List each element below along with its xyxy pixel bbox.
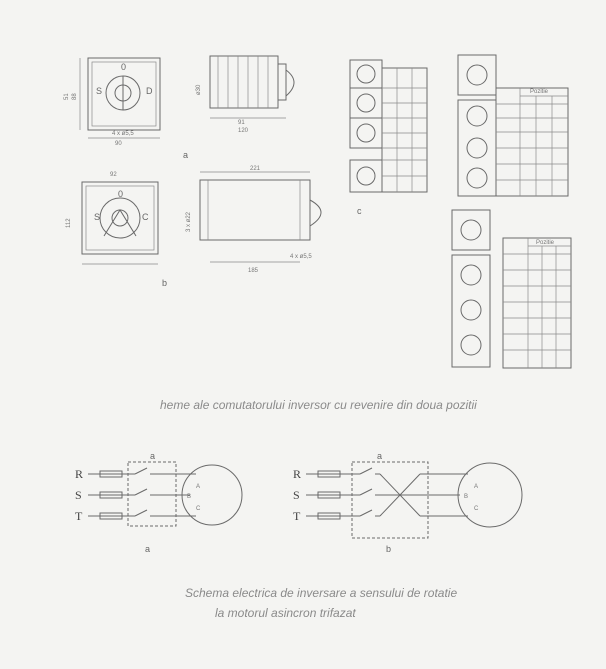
figure-caption-bottom-line1: Schema electrica de inversare a sensului…	[185, 586, 458, 600]
dim-holes: 4 x ø5,5	[112, 131, 134, 137]
position-table-1: Pozitie	[457, 54, 569, 197]
drawing-a-side-view: ø30 91 120 a	[183, 55, 295, 160]
terminal-b: B	[187, 494, 191, 500]
drawing-b-letter: b	[162, 278, 167, 288]
pos-label-c: C	[142, 212, 149, 222]
pos-label-s: S	[96, 86, 102, 96]
circuit-a-box-label: a	[150, 451, 155, 461]
terminal-c: C	[196, 506, 201, 512]
dim-holes-b: 4 x ø5,5	[290, 254, 312, 260]
position-table-2: Pozitie	[451, 209, 572, 369]
dim-51: 51	[64, 93, 70, 100]
drawing-c-letter: c	[357, 206, 362, 216]
circuit-b-letter: b	[386, 544, 391, 554]
drawing-b-front-view: 0 S C 92 112	[66, 172, 159, 265]
figure-caption-bottom-line2: la motorul asincron trifazat	[215, 606, 356, 620]
dim-92: 92	[110, 172, 117, 178]
phase-s: S	[75, 488, 82, 502]
dim-120: 120	[238, 128, 249, 134]
phase-t: T	[293, 509, 301, 523]
pos-label-0: 0	[118, 189, 123, 199]
phase-t: T	[75, 509, 83, 523]
figure-caption-top: heme ale comutatorului inversor cu reven…	[160, 398, 477, 412]
dim-185: 185	[248, 268, 259, 274]
dim-90: 90	[115, 141, 122, 147]
circuit-b: R S T a A B C b	[293, 451, 523, 554]
terminal-b: B	[464, 494, 468, 500]
position-header: Pozitie	[536, 240, 555, 246]
terminal-a: A	[196, 484, 200, 490]
drawing-c-contact-table: c	[349, 59, 428, 216]
drawing-a-letter: a	[183, 150, 188, 160]
position-header: Pozitie	[530, 89, 549, 95]
pos-label-d: D	[146, 86, 153, 96]
drawing-b-side-view: 221 3 x ø22 185 4 x ø5,5 b	[162, 166, 322, 288]
dim-221: 221	[250, 166, 261, 172]
circuit-b-box-label: a	[377, 451, 382, 461]
pos-label-s: S	[94, 212, 100, 222]
drawing-a-front-view: 0 S D 51 88 4 x ø5,5 90	[64, 57, 161, 147]
phase-r: R	[293, 467, 301, 481]
terminal-a: A	[474, 484, 478, 490]
terminal-c: C	[474, 506, 479, 512]
pos-label-0: 0	[121, 62, 126, 72]
dim-88: 88	[72, 93, 78, 100]
dim-3x22: 3 x ø22	[186, 211, 192, 232]
phase-r: R	[75, 467, 83, 481]
dim-91: 91	[238, 120, 245, 126]
circuit-a: R S T a A B C a	[75, 451, 243, 554]
dim-112: 112	[66, 218, 72, 228]
circuit-a-letter: a	[145, 544, 150, 554]
phase-s: S	[293, 488, 300, 502]
dim-d30: ø30	[196, 84, 202, 95]
